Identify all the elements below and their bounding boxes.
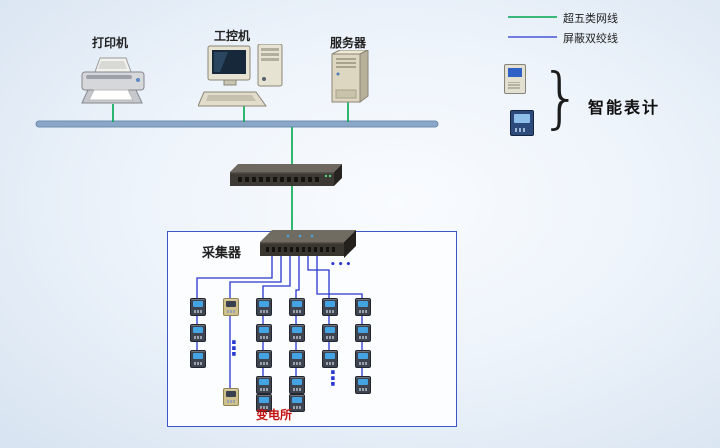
meter-icon: [355, 350, 371, 368]
smart-meter-a-icon: [504, 64, 526, 94]
meter-icon: [223, 388, 239, 406]
meter-icon: [190, 324, 206, 342]
server-icon: [322, 49, 372, 108]
substation-label: 变电所: [256, 408, 293, 422]
meter-icon: [355, 376, 371, 394]
meter-icon: [223, 298, 239, 316]
right-brace-glyph: }: [540, 59, 582, 136]
industrial-pc-icon: [197, 43, 290, 112]
meter-icon: [190, 350, 206, 368]
printer-icon: [76, 56, 152, 108]
meter-feeder-line: [196, 254, 273, 358]
meter-icon: [190, 298, 206, 316]
meter-icon: [256, 376, 272, 394]
meter-icon: [289, 350, 305, 368]
meter-feeder-line: [229, 254, 282, 396]
meter-icon: [322, 298, 338, 316]
meter-feeder-line: [295, 254, 300, 402]
meter-icon: [355, 298, 371, 316]
meter-icon: [256, 394, 272, 412]
meter-icon: [355, 324, 371, 342]
network-bus-line: [35, 120, 439, 128]
ipc-label: 工控机: [214, 29, 251, 43]
meter-icon: [256, 324, 272, 342]
legend-stp-label: 屏蔽双绞线: [563, 32, 618, 45]
meter-icon: [256, 298, 272, 316]
meter-icon: [322, 324, 338, 342]
horizontal-ellipsis-icon: •••: [330, 260, 354, 270]
collector-icon: [260, 230, 356, 260]
meter-icon: [289, 376, 305, 394]
meter-icon: [322, 350, 338, 368]
smart-meter-label: 智能表计: [588, 98, 661, 117]
server-label: 服务器: [330, 36, 367, 50]
meter-icon: [289, 394, 305, 412]
meter-feeder-line: [262, 254, 291, 402]
vertical-ellipsis-icon: ⋮: [323, 366, 343, 390]
meter-icon: [289, 324, 305, 342]
smart-meter-b-icon: [510, 110, 534, 136]
collector-label: 采集器: [202, 246, 242, 261]
substation-box: [167, 231, 457, 427]
printer-label: 打印机: [92, 36, 129, 50]
legend-cat5-label: 超五类网线: [563, 12, 618, 25]
meter-feeder-line: [307, 254, 330, 366]
switch-icon: [230, 164, 342, 190]
meter-icon: [289, 298, 305, 316]
meter-icon: [256, 350, 272, 368]
vertical-ellipsis-icon: ⋮: [224, 336, 244, 360]
